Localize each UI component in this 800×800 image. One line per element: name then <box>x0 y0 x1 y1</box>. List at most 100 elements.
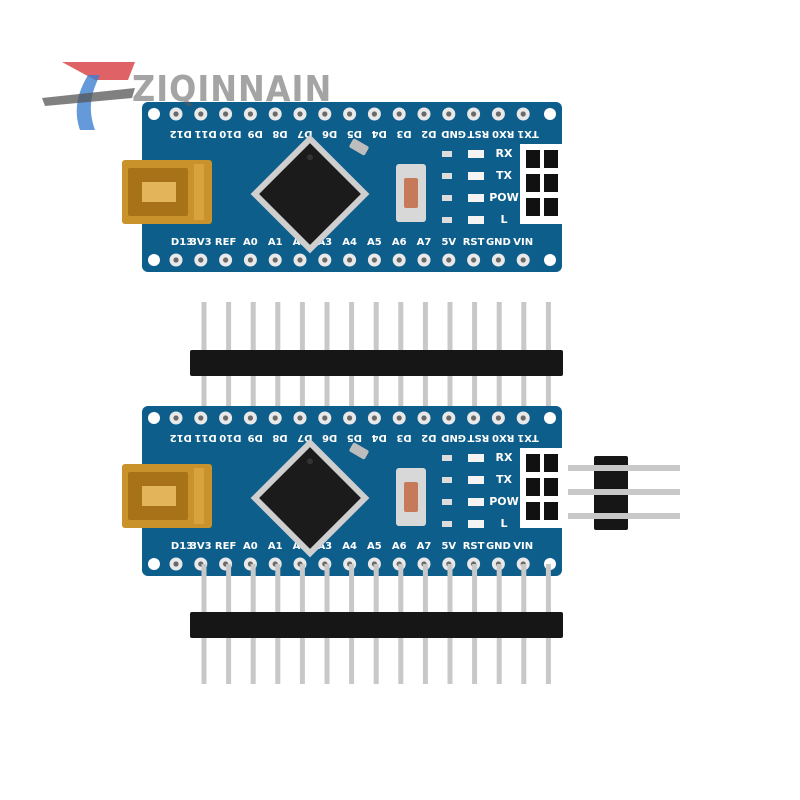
bottom-pin-label: REF <box>215 541 236 552</box>
led-label: RX <box>496 451 513 464</box>
bottom-pin-label: GND <box>486 237 511 248</box>
pin-header-2 <box>190 564 563 684</box>
top-pin-label: D5 <box>347 128 362 139</box>
icsp-pin <box>526 174 540 192</box>
bottom-pin-label: 5V <box>441 541 456 552</box>
top-pin-label: RX0 <box>492 128 514 139</box>
bottom-pin-label: REF <box>215 237 236 248</box>
microcontroller-chip <box>250 134 370 254</box>
status-led <box>468 498 484 506</box>
icsp-pin <box>526 150 540 168</box>
top-pin-label: D9 <box>248 432 263 443</box>
smd-resistor <box>442 195 452 201</box>
icsp-pin <box>544 502 558 520</box>
top-pin-label: D2 <box>421 432 436 443</box>
bottom-pin-label: A0 <box>243 237 258 248</box>
brand-watermark <box>40 50 340 140</box>
top-pin-label: D4 <box>372 128 387 139</box>
led-label: POW <box>489 191 519 204</box>
icsp-header <box>568 456 680 530</box>
bottom-pin-label: A3 <box>317 237 332 248</box>
led-label: TX <box>496 169 513 182</box>
icsp-pin <box>526 478 540 496</box>
led-label: L <box>500 213 507 226</box>
bottom-pin-label: A6 <box>392 237 407 248</box>
led-label: POW <box>489 495 519 508</box>
smd-resistor <box>442 173 452 179</box>
top-pin-label: TX1 <box>517 128 539 139</box>
bottom-pin-label: A5 <box>367 237 382 248</box>
bottom-pin-label: RST <box>463 237 485 248</box>
mounting-hole <box>148 412 160 424</box>
icsp-header-pin <box>568 513 680 519</box>
top-pin-label: D9 <box>248 128 263 139</box>
status-led <box>468 454 484 462</box>
bottom-pin-label: A1 <box>268 541 283 552</box>
top-pin-label: D5 <box>347 432 362 443</box>
top-pin-label: TX1 <box>517 432 539 443</box>
mounting-hole <box>148 108 160 120</box>
top-pin-label: GND <box>441 128 466 139</box>
top-pin-label: RX0 <box>492 432 514 443</box>
top-pin-label: D12 <box>170 432 192 443</box>
mounting-hole <box>148 254 160 266</box>
bottom-pin-label: 3V3 <box>190 541 212 552</box>
top-pin-label: D6 <box>322 432 337 443</box>
icsp-pin <box>544 198 558 216</box>
smd-resistor <box>442 521 452 527</box>
status-led <box>468 194 484 202</box>
icsp-pin <box>544 478 558 496</box>
smd-resistor <box>442 217 452 223</box>
icsp-pin <box>544 150 558 168</box>
brand-name: ZIQINNAIN <box>132 68 333 110</box>
smd-resistor <box>442 151 452 157</box>
bottom-pin-label: 3V3 <box>190 237 212 248</box>
bottom-pin-label: A0 <box>243 541 258 552</box>
bottom-pin-label: D13 <box>171 237 193 248</box>
brand-logo-icon <box>42 62 135 130</box>
top-pin-label: D4 <box>372 432 387 443</box>
bottom-pin-label: A7 <box>417 541 432 552</box>
top-pin-label: D3 <box>396 128 411 139</box>
icsp-pin <box>526 454 540 472</box>
led-label: L <box>500 517 507 530</box>
bottom-pin-label: D13 <box>171 541 193 552</box>
icsp-header-pin <box>568 489 680 495</box>
board-2: TX1RX0RSTGNDD2D3D4D5D6D7D8D9D10D11D12D13… <box>122 406 562 576</box>
top-pin-label: D10 <box>219 128 241 139</box>
bottom-pin-label: A1 <box>268 237 283 248</box>
top-pin-label: D11 <box>194 432 216 443</box>
mounting-hole <box>148 558 160 570</box>
top-pin-label: D11 <box>194 128 216 139</box>
crystal <box>349 442 369 460</box>
bottom-pin-label: A4 <box>342 237 357 248</box>
top-pin-label: D7 <box>297 432 312 443</box>
header-plastic <box>190 350 563 376</box>
top-pin-label: D6 <box>322 128 337 139</box>
icsp-pin <box>544 454 558 472</box>
smd-resistor <box>442 477 452 483</box>
crystal <box>349 138 369 156</box>
bottom-pin-label: 5V <box>441 237 456 248</box>
top-pin-label: GND <box>441 432 466 443</box>
status-led <box>468 216 484 224</box>
top-pin-label: D8 <box>272 432 287 443</box>
bottom-pin-label: A5 <box>367 541 382 552</box>
bottom-pin-label: A6 <box>392 541 407 552</box>
bottom-pin-label: VIN <box>513 541 533 552</box>
bottom-pin-label: VIN <box>513 237 533 248</box>
icsp-pin <box>544 174 558 192</box>
top-pin-label: D10 <box>219 432 241 443</box>
bottom-pin-label: A3 <box>317 541 332 552</box>
top-pin-label: RST <box>467 128 489 139</box>
bottom-pin-label: A4 <box>342 541 357 552</box>
status-led <box>468 150 484 158</box>
led-label: TX <box>496 473 513 486</box>
status-led <box>468 520 484 528</box>
bottom-pin-label: RST <box>463 541 485 552</box>
top-pin-label: D12 <box>170 128 192 139</box>
header-plastic <box>190 612 563 638</box>
icsp-pin <box>526 502 540 520</box>
mounting-hole <box>544 108 556 120</box>
